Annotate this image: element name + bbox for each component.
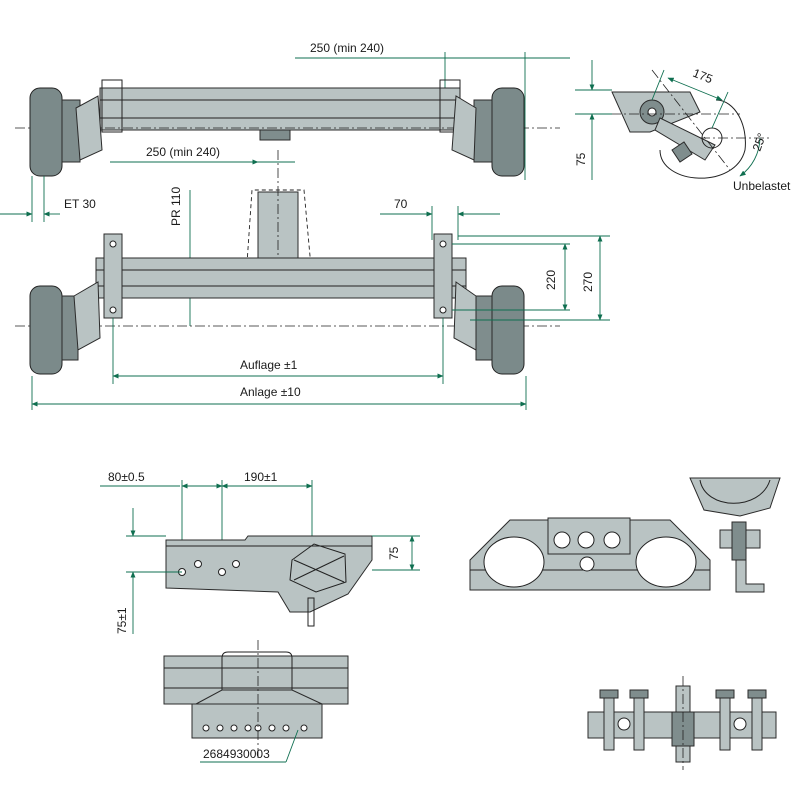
clamp-assembly-detail [587, 676, 777, 770]
dim-70: 70 [394, 197, 408, 211]
dim-height-group: 220 270 [452, 235, 610, 321]
et-dimension: ET 30 [0, 176, 96, 222]
dim-270: 270 [581, 272, 595, 292]
bracket-detail: 80±0.5 190±1 75 75±1 [100, 470, 420, 634]
dim-190: 190±1 [244, 470, 278, 484]
dim-175: 175 [691, 66, 715, 87]
clamp-detail: 2684930003 [163, 640, 349, 763]
dim-80: 80±0.5 [108, 470, 145, 484]
dim-75-lower: 75±1 [115, 607, 129, 634]
dim-pr: PR 110 [169, 187, 183, 226]
part-number: 2684930003 [203, 747, 270, 761]
dim-75-bracket: 75 [387, 546, 401, 560]
label-unbelastet: Unbelastet [733, 179, 791, 193]
dim-anlage: Anlage ±10 [240, 385, 301, 399]
axle-front-view: 250 (min 240) [15, 41, 570, 180]
side-view: 175 75 25° Unbelastet [574, 60, 791, 193]
dim-auflage: Auflage ±1 [240, 358, 298, 372]
dim-mid-width: 250 (min 240) [146, 145, 220, 159]
right-wheel-top [451, 87, 525, 177]
dim-et: ET 30 [64, 197, 96, 211]
dim-angle: 25° [750, 131, 769, 153]
dim-75-side: 75 [574, 152, 588, 166]
dim-top-width: 250 (min 240) [310, 41, 384, 55]
dim-70-group: 70 [380, 197, 500, 240]
hanger-detail [689, 477, 781, 593]
mid-width-dimension: 250 (min 240) [110, 145, 295, 165]
dim-220: 220 [544, 270, 558, 290]
left-wheel-top [29, 87, 103, 177]
dim-width-group: Auflage ±1 Anlage ±10 [31, 318, 527, 410]
axle-top-view: PR 110 [15, 150, 560, 375]
mounting-plate-detail [469, 517, 711, 591]
